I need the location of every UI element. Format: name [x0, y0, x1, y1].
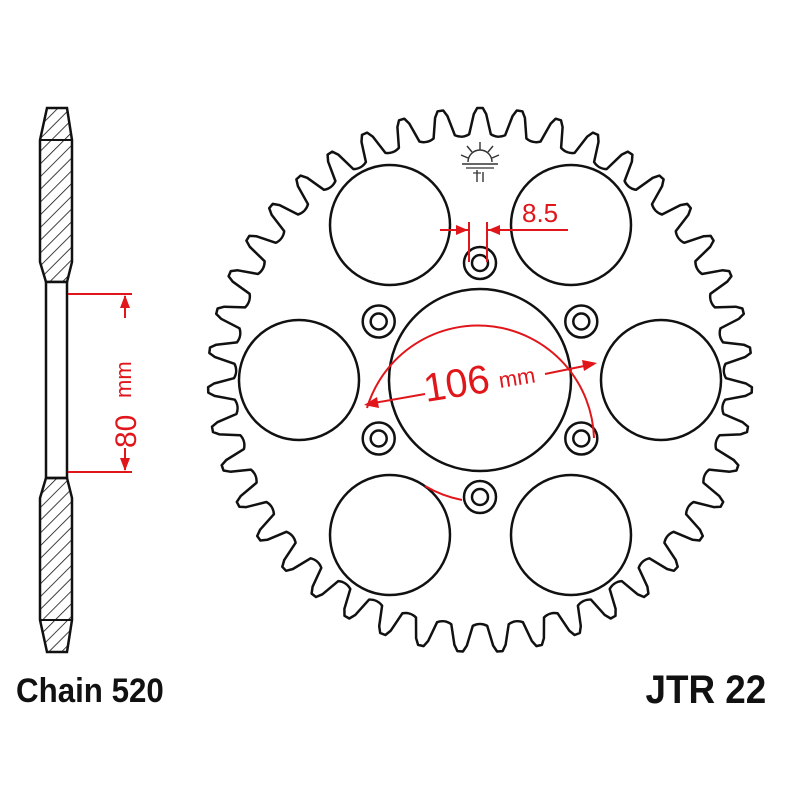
pcd-arc [366, 324, 595, 439]
bolt-hole [470, 487, 490, 507]
bolt-dim-arrow-left [456, 225, 468, 235]
pcd-value: 106 [421, 357, 493, 411]
side-profile-hub-section [44, 280, 69, 480]
bolt-hole [572, 312, 591, 331]
bolt-hole [369, 429, 388, 448]
pcd-arrow-right [582, 360, 597, 371]
side-profile-lower-section [38, 476, 74, 654]
hub-dim-arrow-down [120, 458, 130, 471]
chain-size-label: Chain 520 [16, 672, 164, 710]
pcd-arrow-left [364, 397, 379, 408]
bolt-hole [572, 429, 591, 448]
lightening-holes [237, 163, 723, 597]
lightening-hole [599, 318, 723, 442]
sun-rays-logo-icon [460, 142, 500, 182]
bolt-hole [470, 253, 490, 273]
bolt-dim-arrow-right [488, 225, 500, 235]
pcd-arc-lower [424, 485, 463, 501]
lightening-hole [328, 163, 452, 287]
lightening-hole [328, 473, 452, 597]
hub-diameter-dimension: 80 mm [68, 293, 143, 473]
side-profile-view [38, 106, 74, 654]
sprocket-front-view: 106 mm 8.5 [206, 106, 754, 653]
lightening-hole [509, 473, 633, 597]
part-number-label: JTR 22 [645, 668, 766, 712]
hub-dim-unit: mm [111, 361, 136, 398]
lightening-hole [237, 318, 361, 442]
bolt-holes [361, 245, 599, 515]
bolt-hole-value: 8.5 [522, 198, 558, 228]
bolt-hole [369, 312, 388, 331]
side-profile-upper-section [38, 106, 74, 284]
hub-dim-arrow-up [120, 295, 130, 308]
hub-dim-value: 80 [110, 415, 143, 448]
pcd-unit: mm [497, 363, 537, 393]
lightening-hole [509, 163, 633, 287]
